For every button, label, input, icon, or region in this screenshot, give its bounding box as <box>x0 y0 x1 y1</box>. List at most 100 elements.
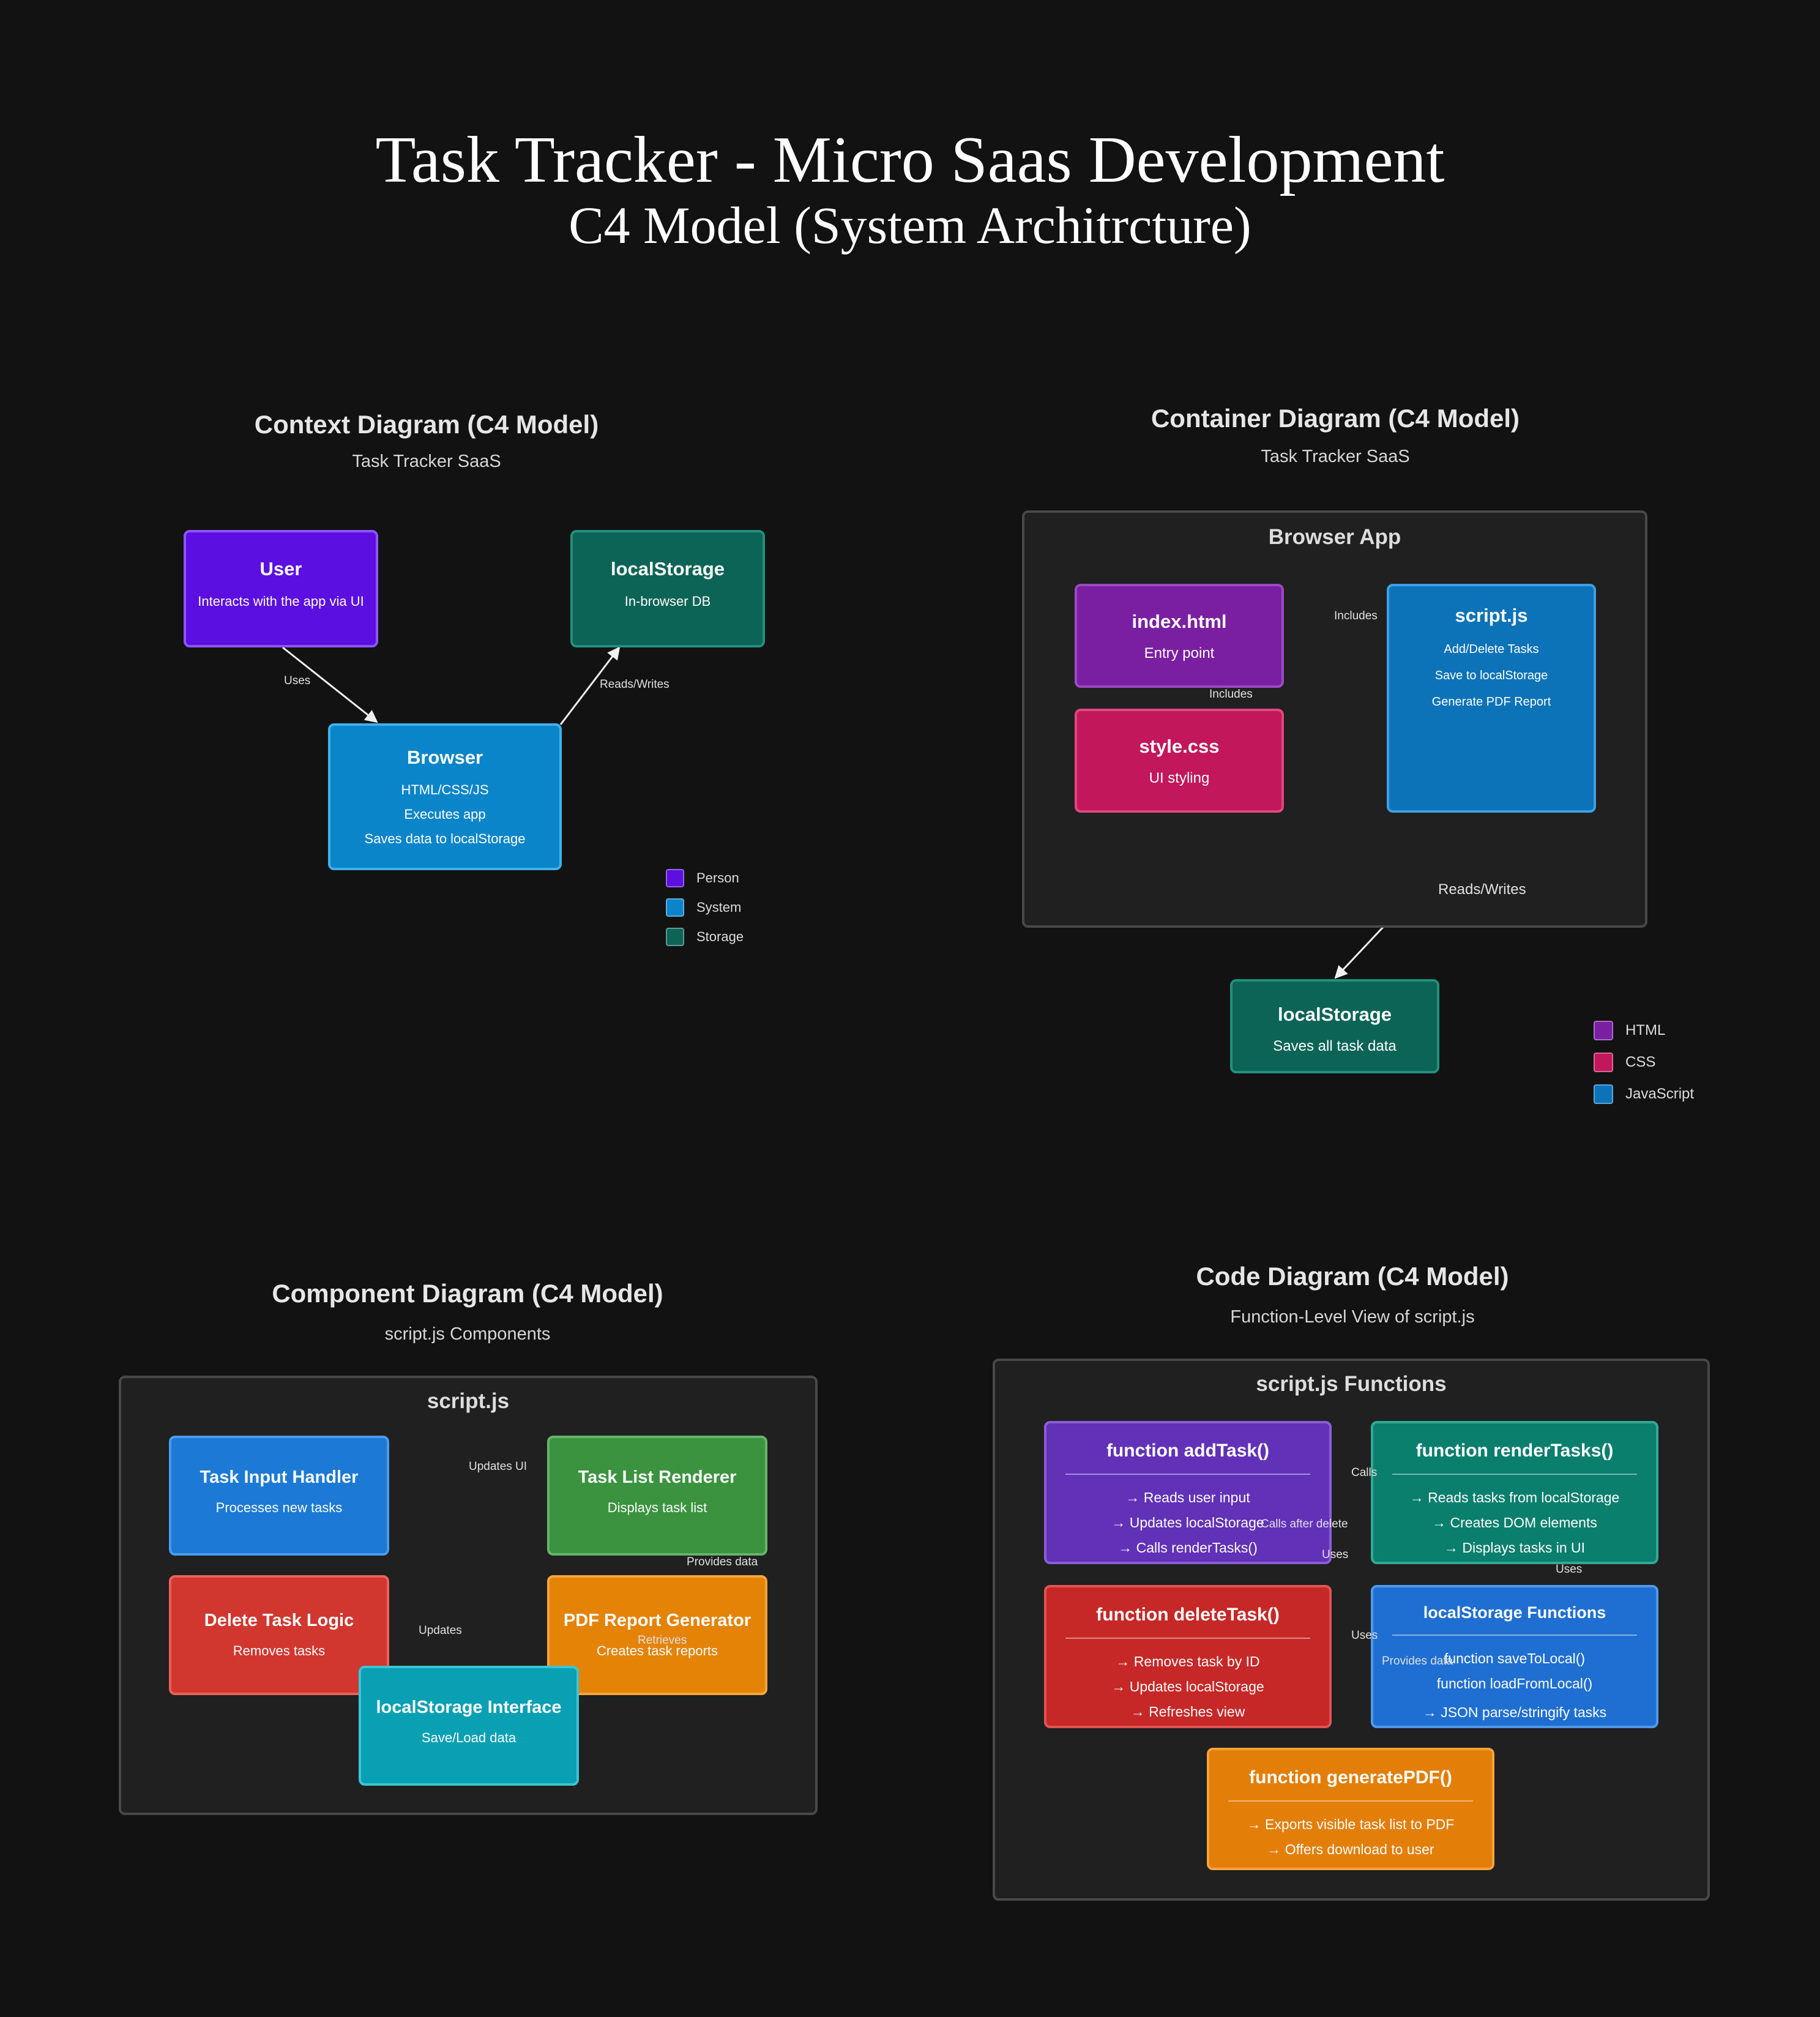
code-render-title: function renderTasks() <box>1415 1441 1614 1461</box>
component-title: Component Diagram (C4 Model) <box>272 1279 663 1308</box>
legend-label: Storage <box>696 929 744 944</box>
container-title: Container Diagram (C4 Model) <box>1151 404 1520 433</box>
container-edge-label-includes: Includes <box>1334 610 1378 622</box>
divider <box>1065 1474 1310 1475</box>
component-renderer-title: Task List Renderer <box>578 1467 737 1487</box>
container-style-box: style.css UI styling <box>1075 709 1284 813</box>
legend-swatch-person <box>666 869 684 887</box>
container-subtitle: Task Tracker SaaS <box>1261 447 1410 466</box>
legend-item: System <box>666 898 744 917</box>
component-edge-label-retrieves: Retrieves <box>638 1634 687 1647</box>
component-input-box: Task Input Handler Processes new tasks <box>169 1436 389 1556</box>
code-render-line: → Displays tasks in UI <box>1444 1540 1586 1556</box>
code-subtitle: Function-Level View of script.js <box>1230 1307 1475 1327</box>
legend-swatch-css <box>1594 1053 1613 1072</box>
component-edge-label-updates: Updates <box>419 1624 462 1637</box>
component-storage-desc: Save/Load data <box>421 1730 517 1745</box>
code-title: Code Diagram (C4 Model) <box>1196 1262 1509 1291</box>
component-storage-box: localStorage Interface Save/Load data <box>359 1666 579 1786</box>
context-edge-label-uses: Uses <box>284 674 311 687</box>
code-edge-label-provides-data: Provides data <box>1382 1655 1453 1668</box>
legend-label: CSS <box>1625 1054 1656 1070</box>
legend-item: Person <box>666 869 744 887</box>
code-add-line: → Updates localStorage <box>1111 1515 1264 1530</box>
context-browser-line: Saves data to localStorage <box>364 831 526 846</box>
context-subtitle: Task Tracker SaaS <box>352 452 501 471</box>
context-storage-title: localStorage <box>610 558 725 580</box>
legend-label: JavaScript <box>1625 1086 1695 1102</box>
component-delete-desc: Removes tasks <box>233 1643 326 1658</box>
context-user-box: User Interacts with the app via UI <box>184 530 378 647</box>
code-storage-line: function saveToLocal() <box>1444 1650 1586 1666</box>
context-user-title: User <box>259 558 302 580</box>
page-subtitle: C4 Model (System Architrcture) <box>569 196 1251 255</box>
edge-browser-storage <box>559 646 621 725</box>
code-storage-title: localStorage Functions <box>1423 1603 1606 1622</box>
component-delete-box: Delete Task Logic Removes tasks <box>169 1575 389 1695</box>
divider <box>1392 1474 1637 1475</box>
code-add-line: → Reads user input <box>1125 1489 1250 1505</box>
container-style-desc: UI styling <box>1149 770 1210 786</box>
code-delete-line: → Updates localStorage <box>1111 1679 1264 1695</box>
code-edge-label-uses: Uses <box>1351 1629 1378 1642</box>
context-browser-line: Executes app <box>404 807 486 822</box>
legend-label: System <box>696 900 742 915</box>
code-delete-box: function deleteTask() → Removes task by … <box>1044 1585 1332 1728</box>
divider <box>1065 1638 1310 1639</box>
container-edge-label-includes: Includes <box>1209 688 1253 701</box>
code-add-box: function addTask() → Reads user input → … <box>1044 1421 1332 1564</box>
code-storage-line: → JSON parse/stringify tasks <box>1422 1704 1607 1720</box>
legend-swatch-system <box>666 898 684 917</box>
code-edge-label-uses: Uses <box>1322 1548 1349 1561</box>
edge-user-browser <box>282 646 378 723</box>
component-edge-label-updates-ui: Updates UI <box>469 1460 528 1473</box>
component-subtitle: script.js Components <box>384 1324 551 1344</box>
container-script-line: Generate PDF Report <box>1431 695 1551 709</box>
code-edge-label-uses: Uses <box>1556 1563 1583 1576</box>
code-render-line: → Reads tasks from localStorage <box>1409 1489 1620 1505</box>
code-storage-box: localStorage Functions function saveToLo… <box>1371 1585 1658 1728</box>
container-edge-label-reads-writes: Reads/Writes <box>1438 881 1526 898</box>
container-script-box: script.js Add/Delete Tasks Save to local… <box>1387 584 1596 813</box>
component-pdf-box: PDF Report Generator Creates task report… <box>547 1575 767 1695</box>
code-delete-title: function deleteTask() <box>1096 1605 1280 1625</box>
context-legend: Person System Storage <box>666 869 744 946</box>
context-storage-desc: In-browser DB <box>624 594 711 609</box>
legend-label: Person <box>696 870 739 885</box>
code-add-line: → Calls renderTasks() <box>1118 1540 1258 1556</box>
code-pdf-line: → Exports visible task list to PDF <box>1247 1816 1455 1832</box>
code-storage-line: function loadFromLocal() <box>1436 1676 1593 1691</box>
container-index-title: index.html <box>1132 611 1227 632</box>
component-input-desc: Processes new tasks <box>215 1500 343 1515</box>
component-delete-title: Delete Task Logic <box>204 1611 354 1630</box>
component-edge-label-provides-data: Provides data <box>687 1556 758 1568</box>
divider <box>1392 1635 1637 1636</box>
context-storage-box: localStorage In-browser DB <box>570 530 765 647</box>
code-pdf-line: → Offers download to user <box>1267 1841 1434 1857</box>
legend-item: JavaScript <box>1594 1084 1694 1104</box>
container-storage-title: localStorage <box>1277 1004 1392 1025</box>
context-user-desc: Interacts with the app via UI <box>198 594 364 609</box>
code-delete-line: → Removes task by ID <box>1116 1653 1260 1669</box>
context-title: Context Diagram (C4 Model) <box>254 410 599 439</box>
code-add-title: function addTask() <box>1106 1441 1270 1461</box>
legend-item: HTML <box>1594 1021 1694 1040</box>
container-index-box: index.html Entry point <box>1075 584 1284 688</box>
component-pdf-title: PDF Report Generator <box>563 1611 751 1630</box>
code-frame-title: script.js Functions <box>1256 1372 1447 1396</box>
container-storage-desc: Saves all task data <box>1273 1038 1397 1054</box>
component-pdf-desc: Creates task reports <box>596 1643 718 1658</box>
code-edge-label-calls: Calls <box>1351 1466 1378 1479</box>
legend-label: HTML <box>1625 1022 1666 1038</box>
code-render-box: function renderTasks() → Reads tasks fro… <box>1371 1421 1658 1564</box>
component-renderer-desc: Displays task list <box>607 1500 707 1515</box>
container-style-title: style.css <box>1139 736 1220 757</box>
component-renderer-box: Task List Renderer Displays task list <box>547 1436 767 1556</box>
context-edge-label-reads-writes: Reads/Writes <box>600 678 669 691</box>
container-script-line: Add/Delete Tasks <box>1444 643 1539 656</box>
divider <box>1228 1800 1473 1802</box>
component-frame-title: script.js <box>427 1389 510 1413</box>
component-storage-title: localStorage Interface <box>376 1698 562 1717</box>
context-browser-box: Browser HTML/CSS/JS Executes app Saves d… <box>328 723 562 870</box>
